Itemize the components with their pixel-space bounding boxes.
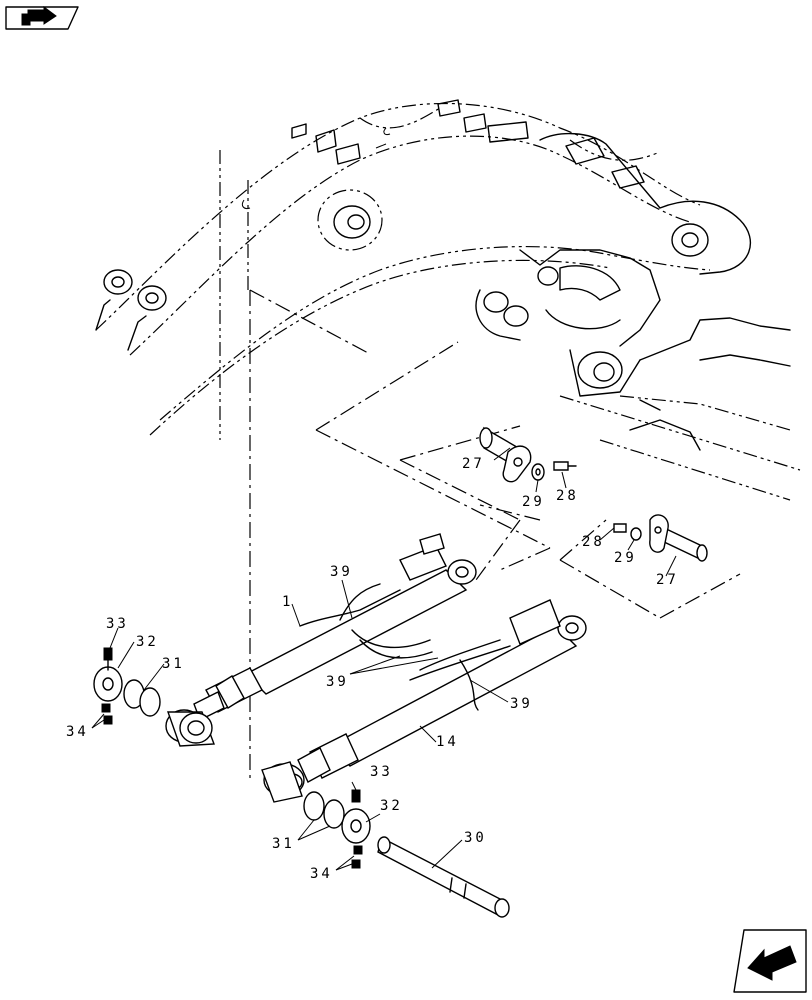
bolt-28-upper [553, 461, 577, 471]
callout-39-top: 39 [330, 564, 353, 580]
callout-31-upper: 31 [162, 656, 185, 672]
callout-34-lower: 34 [310, 866, 333, 882]
callout-28-upper: 28 [556, 488, 579, 504]
cap-32-upper [93, 666, 123, 702]
assembly-phantom-lines [249, 289, 741, 780]
callout-27-lower: 27 [656, 572, 679, 588]
boom-brackets [241, 99, 645, 209]
boom-center-boss [317, 189, 383, 251]
callout-32-upper: 32 [136, 634, 159, 650]
callout-34-upper: 34 [66, 724, 89, 740]
callout-29-lower: 29 [614, 550, 637, 566]
shim-31-lower [303, 791, 345, 829]
hydraulic-cylinder-1 [165, 533, 477, 747]
bolt-33-lower [351, 789, 361, 803]
callout-33-lower: 33 [370, 764, 393, 780]
callout-39-mid: 39 [326, 674, 349, 690]
bolt-33-upper [103, 647, 113, 671]
next-page-arrow-icon[interactable] [733, 929, 807, 993]
callout-30: 30 [464, 830, 487, 846]
callout-33-upper: 33 [106, 616, 129, 632]
callout-39-right: 39 [510, 696, 533, 712]
machine-frame [475, 132, 801, 501]
pin-27-lower [649, 514, 708, 562]
book-arrow-icon[interactable] [5, 6, 79, 30]
callout-32-lower: 32 [380, 798, 403, 814]
boom-phantom-outline [95, 102, 711, 440]
callout-labels: 1 39 39 39 14 27 29 28 28 29 27 33 32 31… [66, 456, 679, 882]
hydraulic-cylinder-14 [261, 599, 587, 803]
pin-27-upper [479, 426, 532, 483]
callout-29-upper: 29 [522, 494, 545, 510]
callout-27-upper: 27 [462, 456, 485, 472]
nuts-34-upper [101, 703, 113, 725]
bolt-28-lower [613, 523, 627, 533]
washer-29-lower [630, 527, 642, 541]
boom-foot-pivots [95, 269, 167, 351]
callout-28-lower: 28 [582, 534, 605, 550]
cap-32-lower [341, 808, 371, 844]
callout-31-lower: 31 [272, 836, 295, 852]
pin-30 [377, 836, 510, 918]
washer-29-upper [531, 463, 545, 481]
shim-31-upper [123, 679, 161, 717]
callout-14: 14 [436, 734, 459, 750]
callout-1: 1 [282, 594, 293, 610]
nuts-34-lower [351, 845, 363, 869]
leader-lines [91, 447, 677, 871]
